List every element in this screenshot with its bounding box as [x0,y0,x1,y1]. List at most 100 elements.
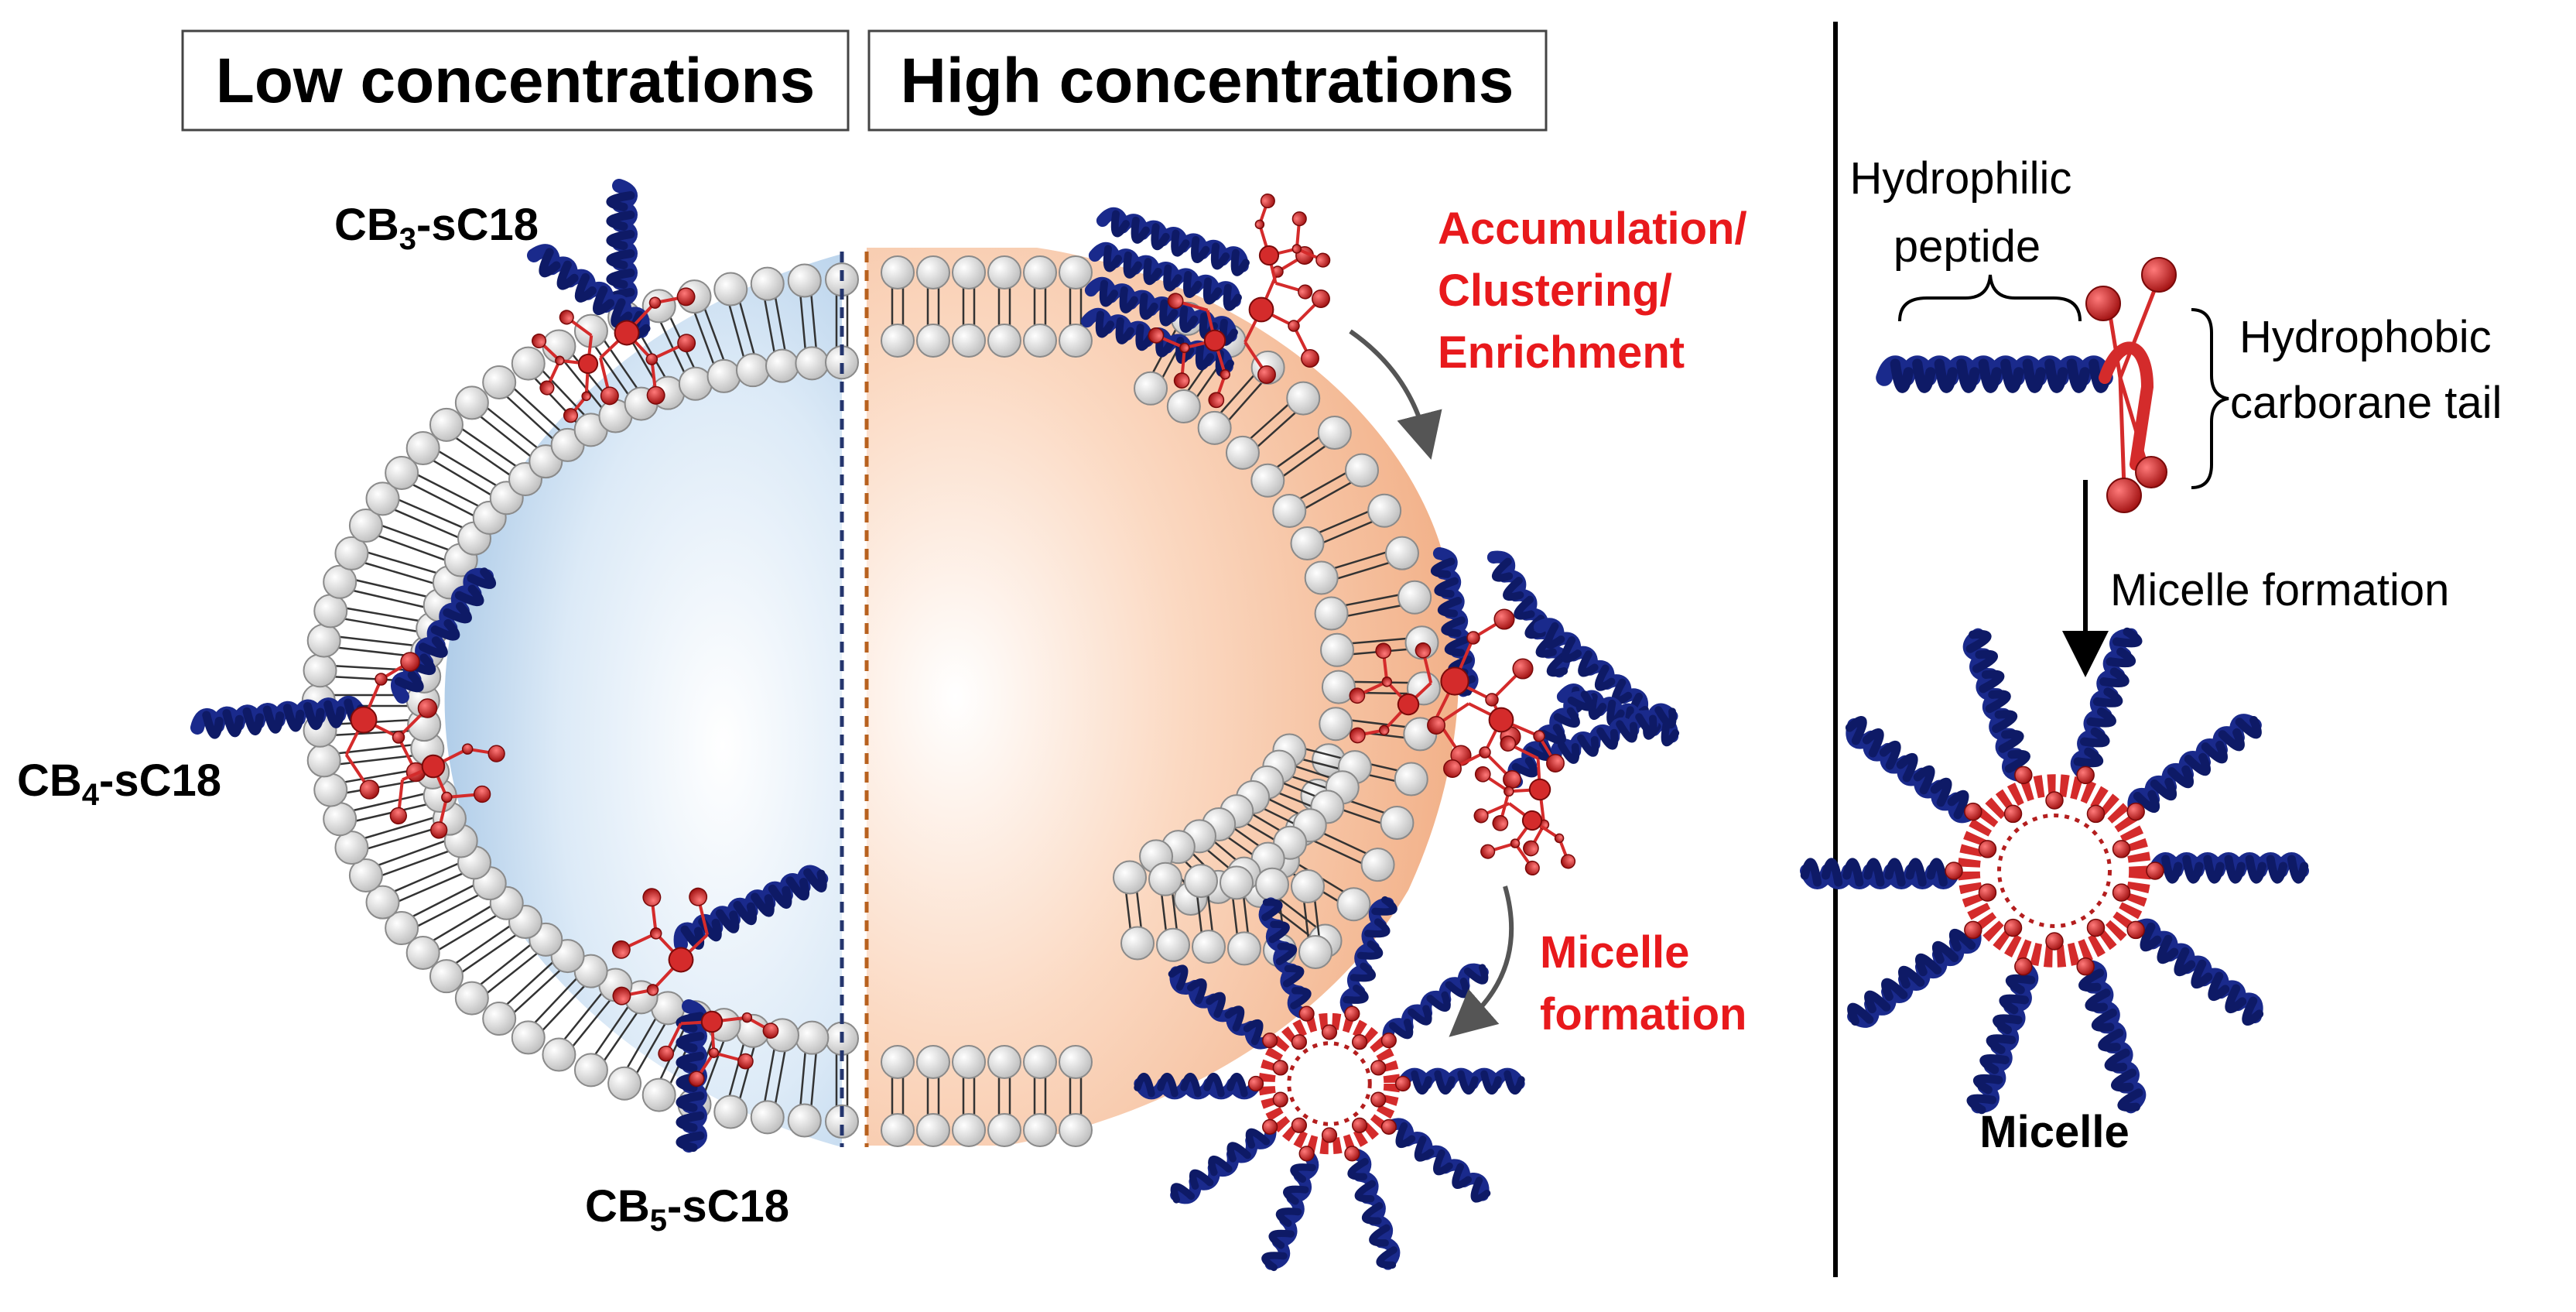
carborane-cluster [581,391,591,402]
low-concentration-vesicle [301,252,859,1147]
carborane-cluster [1492,815,1509,831]
hydrophilic-brace [1898,274,2082,322]
carborane-cluster [1291,1117,1308,1133]
carborane-cluster [646,984,659,996]
lipid-head [385,911,419,946]
carborane-cluster [2014,957,2033,976]
lipid-bilayer-low [301,262,859,1139]
carborane-cluster [1378,725,1390,736]
lipid-head [334,536,369,570]
lipid-head [706,358,741,393]
alpha-helix [673,865,829,951]
carborane-cluster [1523,840,1539,857]
carborane-cluster [1503,770,1521,789]
alpha-helix [1533,618,1649,720]
carborane-cluster [441,791,453,803]
lipid-head [1156,927,1190,962]
lipid-head [952,1045,986,1079]
carborane-cluster [1370,1060,1387,1076]
carborane-cluster [1479,746,1491,759]
carborane-cluster [1480,844,1496,859]
alpha-helix [2129,918,2264,1026]
alpha-helix [1088,242,1242,311]
carborane-tail [1473,802,1576,876]
lipid-head [952,255,986,289]
lipid-head [1290,526,1325,561]
lipid-head [1336,887,1371,922]
alpha-helix [606,179,638,309]
alpha-helix [1486,550,1570,678]
carborane-cluster [1415,642,1432,659]
carborane-cluster [1375,642,1392,659]
carborane-tail [1254,194,1331,300]
alpha-helix [1847,923,1982,1028]
lipid-pair [881,255,915,358]
lipid-head [1272,493,1307,528]
lipid-head [573,1053,608,1088]
carborane-cluster [1443,759,1462,778]
carborane-cluster [1301,349,1319,368]
lipid-pair [365,845,492,920]
carborane-cluster [1466,631,1480,645]
cb5-sc18-peptide [611,865,829,1153]
carborane-cluster [1173,372,1190,389]
lipid-head [1023,255,1057,289]
carborane-cluster [1560,854,1576,869]
lipid-head [306,623,341,658]
alpha-helix [1430,546,1479,697]
lipid-pair [916,1045,950,1147]
lipid-pair [1023,1045,1057,1147]
carborane-cluster [2126,802,2145,821]
carborane-tail [389,743,505,839]
lipid-pair [1290,493,1402,561]
cb3-label: CB3-sC18 [334,200,539,256]
carborane-cluster [487,745,505,762]
carborane-cluster [642,888,662,907]
lipid-pair [1291,869,1332,969]
lipid-head [482,1002,517,1036]
lipid-pair [454,385,563,479]
carborane-cluster [417,698,438,718]
alpha-helix [1258,897,1313,1020]
carborane-cluster [649,927,662,940]
carborane-cluster [1167,293,1184,310]
carborane-cluster [1474,766,1491,783]
carborane-cluster [1350,727,1366,744]
lipid-head [385,455,419,490]
carborane-cluster [2045,791,2064,810]
carborane-cluster [1546,754,1565,772]
carborane-cluster [676,287,696,307]
lipid-pair [405,431,524,516]
lipid-pair [1304,536,1419,595]
lipid-pair [787,263,830,381]
cb4-sc18-peptide [190,567,505,839]
carborane-cluster [555,355,565,366]
carborane-cluster [1351,1034,1368,1050]
high-concentration-header: High concentrations [867,29,1548,132]
lipid-head [1059,1113,1093,1147]
alpha-helix [1134,1073,1262,1100]
lipid-pair [952,255,986,358]
lipid-head [1023,1045,1057,1079]
carborane-cluster [532,333,547,348]
lipid-pair [429,407,542,496]
carborane-cluster [2135,456,2167,488]
lipid-head [303,653,337,688]
lipid-pair [1023,255,1057,358]
amphiphilic-peptide-schematic [1876,257,2177,513]
carborane-tail [1148,293,1230,409]
lipid-head [1134,371,1168,406]
lipid-head [511,1020,546,1055]
micelle-schematic [1800,627,2309,1115]
lipid-head [1250,463,1285,498]
lipid-head [916,1113,950,1147]
lipid-head [1059,1045,1093,1079]
lipid-head [1317,416,1352,450]
svg-text:Low concentrations: Low concentrations [216,46,816,116]
lipid-pair [825,262,859,380]
lipid-head [916,324,950,358]
lipid-pair [1148,862,1190,962]
carborane-cluster [1493,608,1515,630]
carborane-cluster [1272,1060,1288,1076]
carborane-tail [1427,702,1565,789]
